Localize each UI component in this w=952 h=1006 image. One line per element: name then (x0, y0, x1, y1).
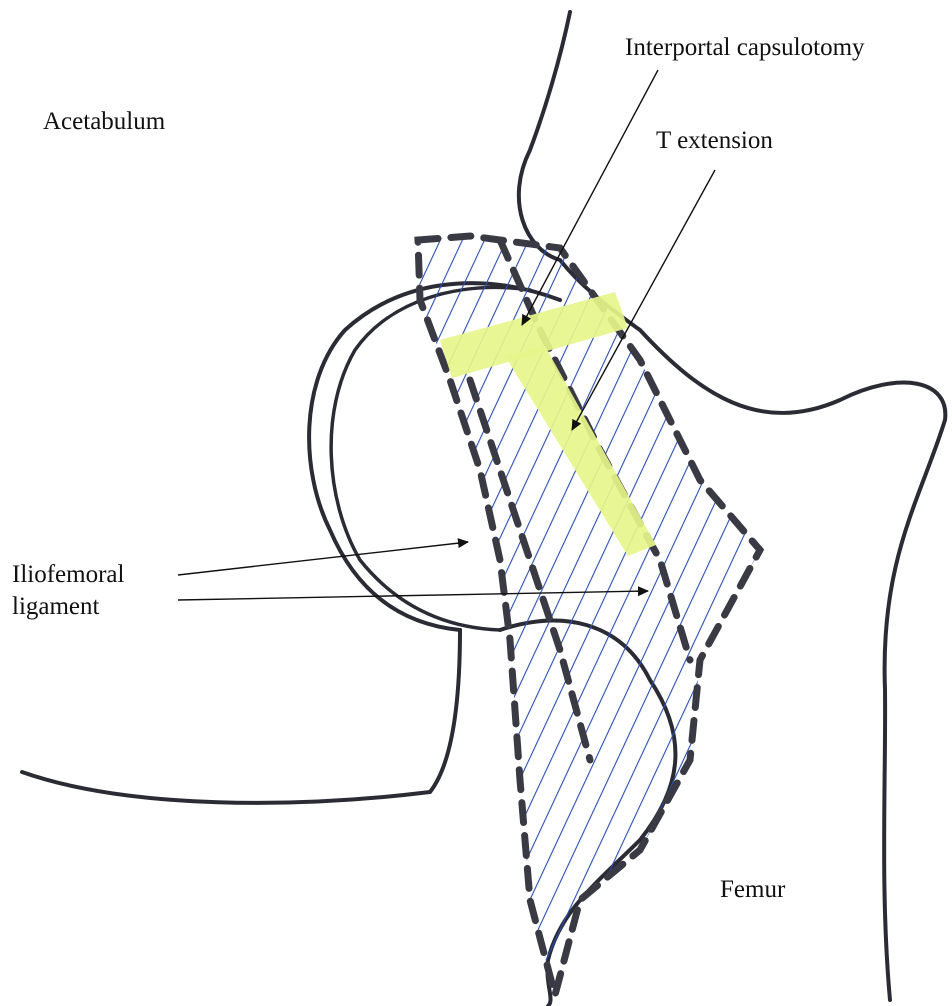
femur-neck-outline (22, 630, 460, 803)
femur-label: Femur (720, 874, 785, 906)
arrow-interportal (522, 70, 658, 325)
arrow-ligament-1 (178, 542, 468, 575)
t-extension-label: T extension (656, 125, 773, 157)
interportal-capsulotomy-label: Interportal capsulotomy (625, 32, 865, 64)
iliofemoral-label-line1: Iliofemoral (12, 559, 124, 591)
iliofemoral-label-line2: ligament (12, 591, 124, 623)
acetabulum-label: Acetabulum (43, 106, 165, 138)
iliofemoral-ligament-label: Iliofemoral ligament (12, 559, 124, 623)
